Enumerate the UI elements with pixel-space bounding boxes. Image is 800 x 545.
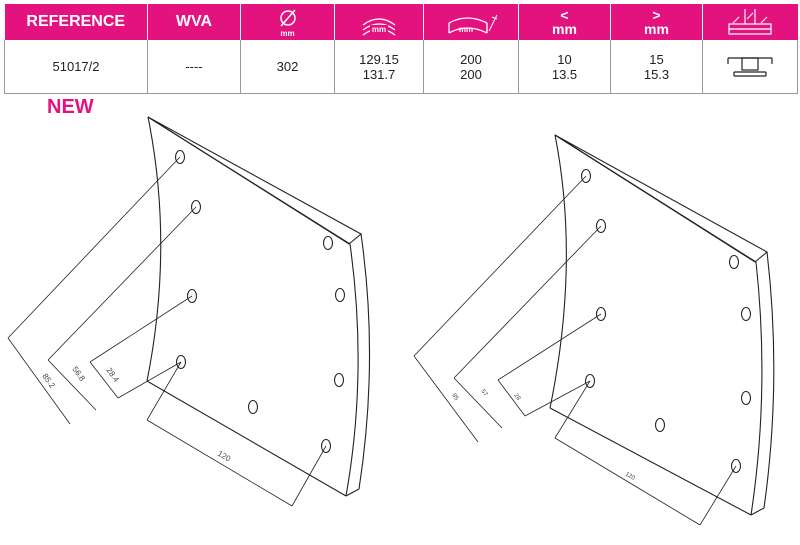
thickness-min-unit: mm: [552, 21, 577, 37]
header-row: REFERENCE WVA mm mm: [4, 4, 798, 40]
diameter-unit: mm: [280, 28, 295, 38]
thickness-min-values: 10 13.5: [518, 40, 611, 94]
width-value-1: 129.15: [359, 51, 399, 67]
left-dim-85: 85.2: [40, 372, 57, 390]
right-dimension-lines: [413, 175, 737, 526]
left-dim-28: 28.4: [104, 366, 121, 384]
header-width: mm: [334, 4, 424, 40]
new-badge: NEW: [47, 96, 94, 118]
spec-table: REFERENCE WVA mm mm: [4, 4, 798, 94]
lining-radius-icon: [448, 14, 498, 34]
radius-value-1: 200: [460, 51, 482, 67]
left-dim-56: 56.8: [70, 365, 87, 383]
table-row: 51017/2 ---- 302 129.15 131.7 200 200 10…: [4, 40, 798, 94]
diameter-value: 302: [240, 40, 335, 94]
rivet-section-icon: [728, 9, 772, 35]
right-lining-outline: [549, 134, 775, 516]
left-lining-holes: [174, 149, 346, 454]
right-dim-d: 120: [624, 472, 636, 483]
thickness-min-value-2: 13.5: [551, 66, 578, 82]
rivet-profile-cell: [702, 40, 798, 94]
radius-value-2: 200: [460, 66, 482, 82]
greater-than-symbol: >: [652, 7, 661, 23]
less-than-symbol: <: [560, 7, 569, 23]
header-thickness-max: > mm: [610, 4, 703, 40]
radius-values: 200 200: [423, 40, 519, 94]
left-dim-120: 120: [216, 449, 233, 464]
width-unit: mm: [371, 24, 387, 34]
header-thickness-min: < mm: [518, 4, 611, 40]
right-lining-holes: [580, 168, 752, 474]
reference-value: 51017/2: [4, 40, 148, 94]
right-dim-a: 85: [450, 393, 459, 402]
left-dimension-lines: [7, 156, 327, 507]
header-rivet: [702, 4, 798, 40]
right-dim-b: 57: [479, 389, 488, 398]
thickness-max-value-2: 15.3: [643, 66, 670, 82]
thickness-max-unit: mm: [644, 21, 669, 37]
width-value-2: 131.7: [362, 66, 396, 82]
thickness-max-values: 15 15.3: [610, 40, 703, 94]
width-values: 129.15 131.7: [334, 40, 424, 94]
left-lining-outline: [146, 116, 371, 497]
diameter-symbol-icon: [279, 9, 296, 26]
header-radius: mm: [423, 4, 519, 40]
header-diameter: mm: [240, 4, 335, 40]
thickness-max-value-1: 15: [649, 51, 664, 67]
header-reference: REFERENCE: [4, 4, 148, 40]
right-dim-c: 28: [512, 393, 521, 402]
thickness-min-value-1: 10: [557, 51, 572, 67]
radius-unit: mm: [458, 24, 474, 34]
lining-width-icon: [362, 17, 396, 36]
wva-value: ----: [147, 40, 241, 94]
header-wva: WVA: [147, 4, 241, 40]
rivet-profile-icon: [727, 57, 773, 77]
